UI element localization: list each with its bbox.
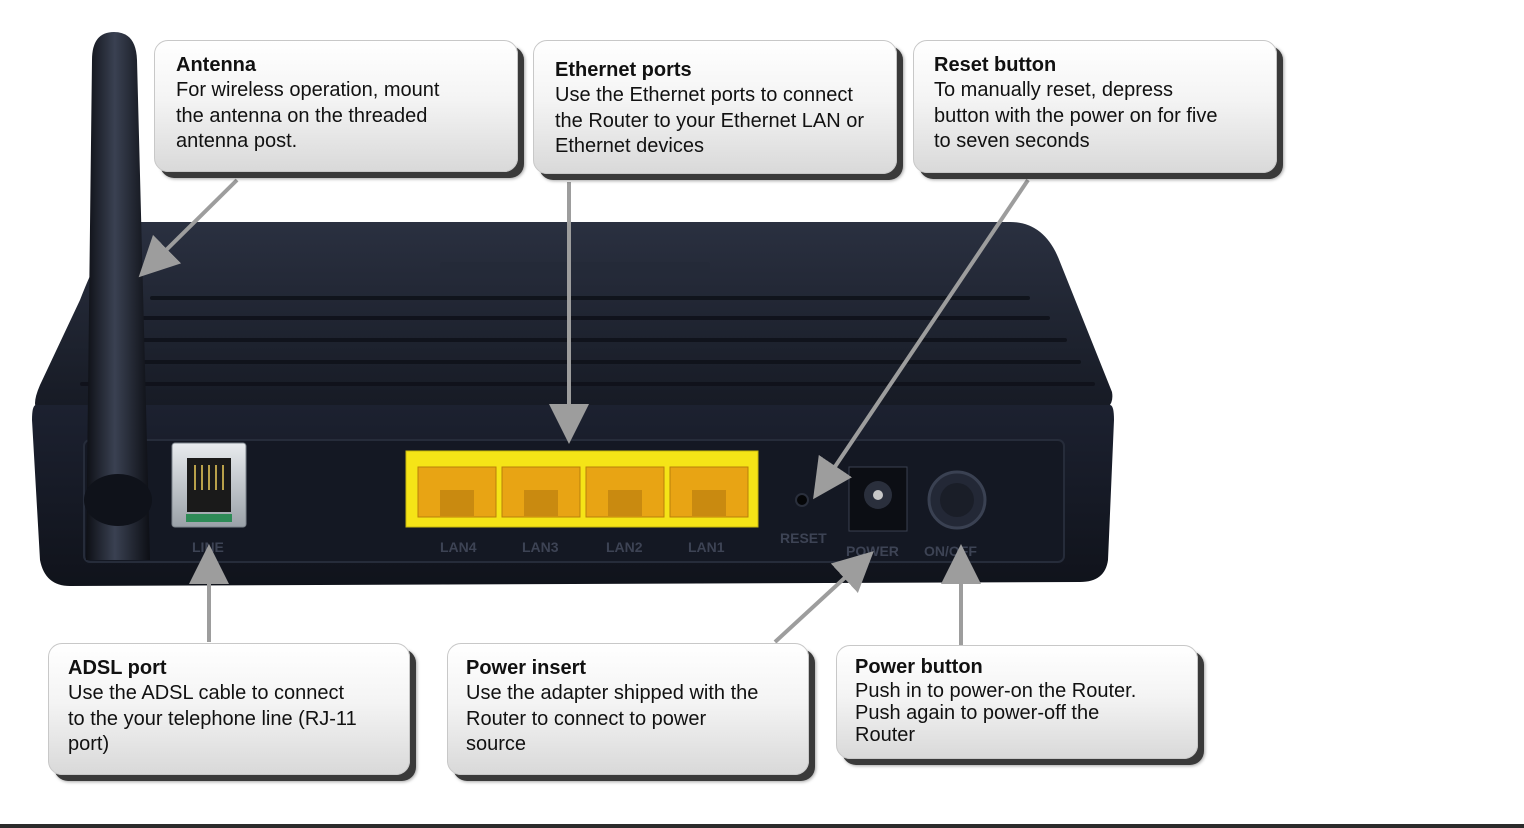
callout-title: Power insert — [466, 657, 587, 679]
callout-text: Use the ADSL cable to connect to the you… — [68, 682, 357, 755]
callout-antenna: Antenna For wireless operation, mount th… — [154, 40, 518, 172]
callout-power-button: Power button Push in to power-on the Rou… — [836, 645, 1198, 759]
callout-ethernet-ports: Ethernet ports Use the Ethernet ports to… — [533, 40, 897, 174]
callout-adsl-port: ADSL port Use the ADSL cable to connect … — [48, 643, 410, 775]
label-lan4: LAN4 — [440, 539, 477, 555]
adsl-jack — [171, 442, 247, 528]
power-switch — [927, 470, 987, 530]
arrow-power-insert — [773, 551, 874, 644]
callout-text: For wireless operation, mount the antenn… — [176, 79, 440, 152]
callout-text: Use the Ethernet ports to connect the Ro… — [555, 84, 865, 157]
callout-title: Ethernet ports — [555, 59, 692, 81]
callout-title: ADSL port — [68, 657, 167, 679]
vent-slots — [80, 296, 1095, 386]
label-line: LINE — [192, 539, 224, 555]
callout-power-insert: Power insert Use the adapter shipped wit… — [447, 643, 809, 775]
reset-pinhole — [795, 493, 809, 507]
antenna-base — [84, 474, 152, 526]
arrow-antenna — [138, 178, 239, 278]
antenna — [86, 32, 150, 560]
ethernet-port-block — [405, 450, 759, 528]
callout-title: Power button — [855, 656, 983, 678]
label-lan3: LAN3 — [522, 539, 559, 555]
label-on-off: ON/OFF — [924, 543, 977, 559]
bottom-border — [0, 824, 1524, 828]
label-lan2: LAN2 — [606, 539, 643, 555]
callout-text: Push in to power-on the Router. Push aga… — [855, 680, 1137, 746]
power-jack — [848, 466, 908, 532]
callout-text: To manually reset, depress button with t… — [934, 79, 1218, 152]
label-power: POWER — [846, 543, 899, 559]
router-logo-emboss — [440, 262, 710, 276]
callout-title: Antenna — [176, 54, 256, 76]
callout-title: Reset button — [934, 54, 1057, 76]
label-lan1: LAN1 — [688, 539, 725, 555]
callout-text: Use the adapter shipped with the Router … — [466, 682, 759, 755]
callout-reset-button: Reset button To manually reset, depress … — [913, 40, 1277, 173]
arrow-reset — [813, 178, 1030, 500]
label-reset: RESET — [780, 530, 827, 546]
